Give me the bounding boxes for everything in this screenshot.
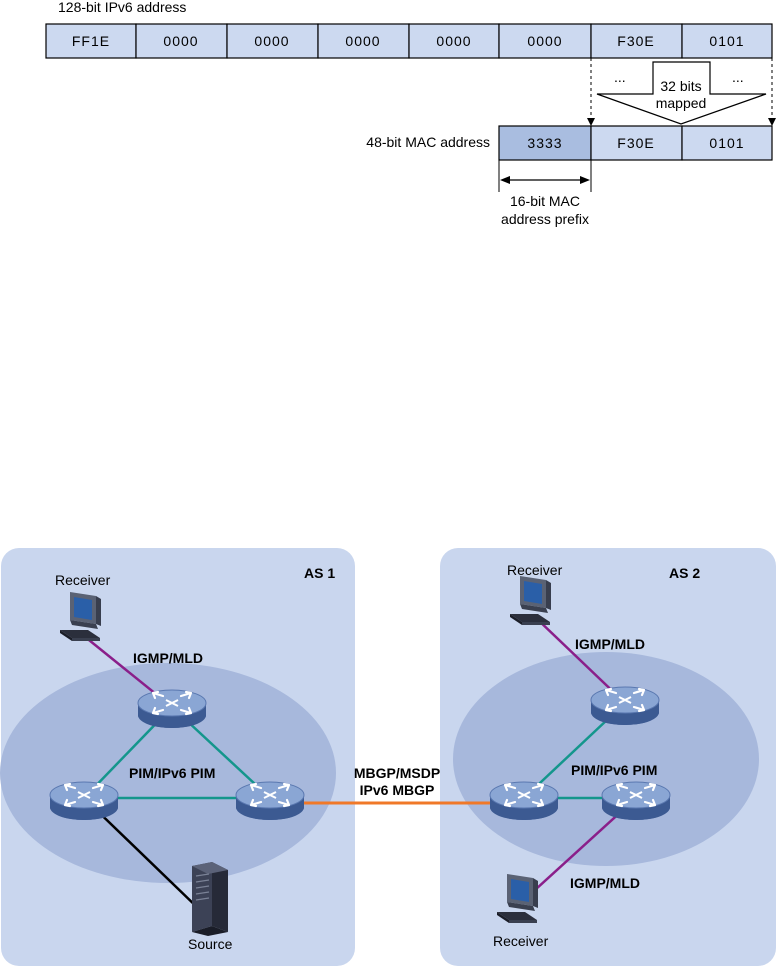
ipv6-cell-box [498,23,592,59]
mapping-arrowhead-right [768,118,776,126]
mac-cell-1: 3333 [527,135,562,151]
bits-mapped-line1: 32 bits [660,78,701,94]
ipv6-cell-box [681,23,773,59]
prefix-arrowhead-right [580,176,590,184]
inter-as-multicast-network: AS 1 AS 2 Receiver IGMP/MLD PIM/IPv6 PIM… [0,548,776,966]
ipv6-cell-7: F30E [617,33,654,49]
ipv6-to-mac-mapping: 128-bit IPv6 address FF1E 0000 0000 0000… [45,0,776,227]
ipv6-cell-2: 0000 [163,33,198,49]
mac-address-label: 48-bit MAC address [366,134,490,150]
mac-address-row: 3333 F30E 0101 [498,125,773,161]
mac-cell-2: F30E [617,135,654,151]
as1-pim-domain [0,663,336,883]
source-label: Source [188,936,233,952]
prefix-label-line2: address prefix [501,211,589,227]
ipv6-cell-5: 0000 [436,33,471,49]
mapping-arrowhead-left [587,118,595,126]
as1-igmp-label: IGMP/MLD [133,650,203,666]
bits-mapped-arrow [596,61,767,125]
as1-title: AS 1 [304,565,335,581]
mac-cell-box [681,125,773,161]
inter-as-label-line2: IPv6 MBGP [360,782,435,798]
as1-pim-label: PIM/IPv6 PIM [129,765,215,781]
ipv6-cell-1: FF1E [72,33,110,49]
as2-router-top-icon [589,685,661,727]
mac-prefix-box [498,125,592,161]
as2-router-left-icon [488,780,560,822]
ipv6-cell-box [226,23,319,59]
source-server-icon [191,861,229,937]
as1-router-right-icon [234,780,306,822]
ipv6-cell-box [590,23,683,59]
ipv6-address-row: FF1E 0000 0000 0000 0000 0000 F30E 0101 [45,23,773,59]
as1-receiver-label: Receiver [55,572,111,588]
mac-cell-3: 0101 [709,135,744,151]
prefix-label-line1: 16-bit MAC [510,193,580,209]
ipv6-cell-box [45,23,137,59]
as1-router-top-icon [136,688,208,730]
bits-mapped-line2: mapped [656,95,707,111]
as1-router-left-icon [48,780,120,822]
as2-title: AS 2 [669,565,700,581]
as2-pim-label: PIM/IPv6 PIM [571,762,657,778]
ipv6-cell-3: 0000 [254,33,289,49]
ipv6-cell-box [408,23,500,59]
ipv6-address-label: 128-bit IPv6 address [58,0,186,15]
as2-router-right-icon [600,780,672,822]
prefix-arrowhead-left [500,176,510,184]
inter-as-label-line1: MBGP/MSDP [354,765,440,781]
ipv6-cell-box [135,23,228,59]
as2-igmp-bottom-label: IGMP/MLD [570,875,640,891]
ellipsis-right: ... [732,69,744,85]
ipv6-cell-4: 0000 [345,33,380,49]
ellipsis-left: ... [614,69,626,85]
as2-receiver-top-label: Receiver [507,562,563,578]
as2-igmp-top-label: IGMP/MLD [575,636,645,652]
as2-receiver-bottom-label: Receiver [493,933,549,949]
ipv6-cell-6: 0000 [527,33,562,49]
ipv6-cell-8: 0101 [709,33,744,49]
